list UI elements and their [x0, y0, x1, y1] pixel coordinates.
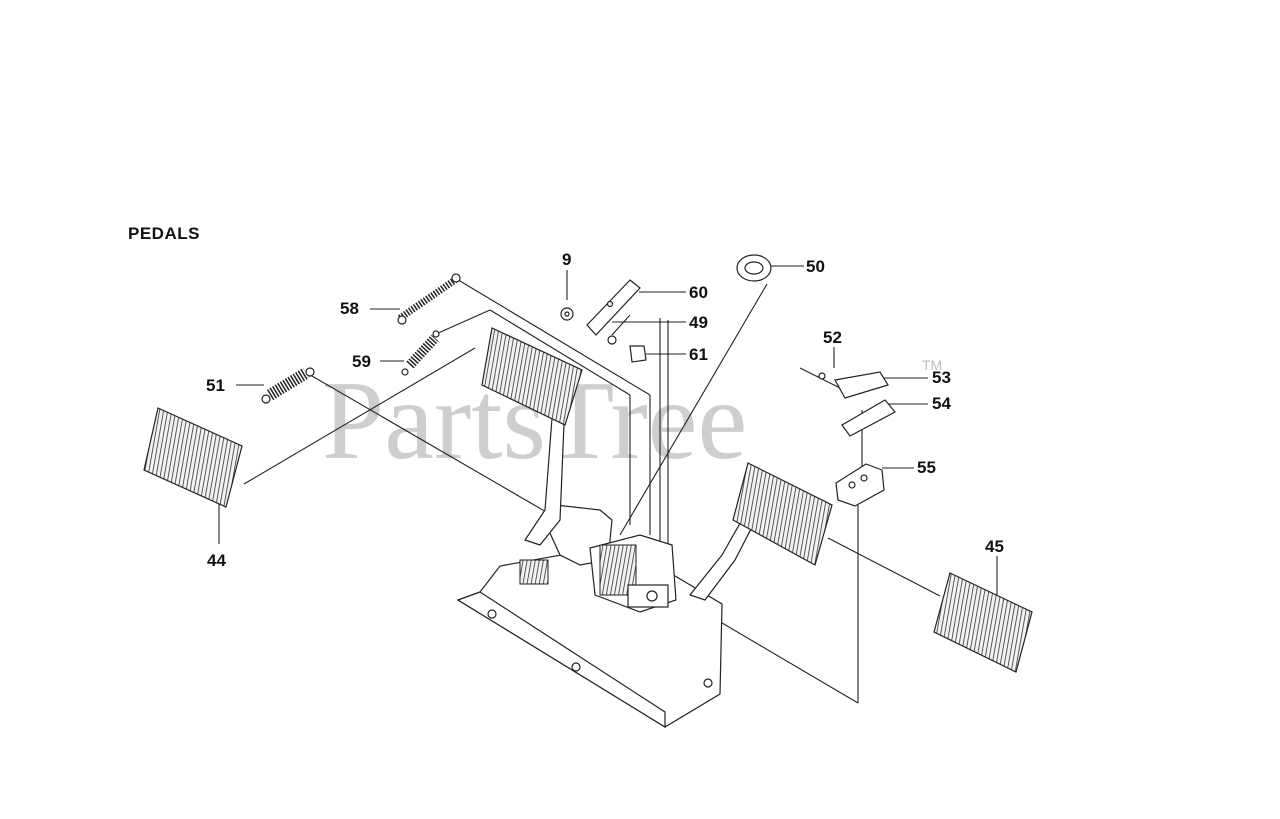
- callout-52: 52: [823, 328, 842, 347]
- callout-55: 55: [917, 458, 936, 477]
- callout-49: 49: [689, 313, 708, 332]
- pedal-45: [933, 572, 1033, 673]
- block-55: [835, 463, 885, 507]
- diagram-title: PEDALS: [128, 224, 200, 243]
- leader-lines: [218, 265, 998, 704]
- pedal-44: [143, 407, 243, 508]
- callout-9: 9: [562, 250, 572, 269]
- bracket-54: [841, 399, 896, 437]
- callout-44: 44: [207, 551, 226, 570]
- callout-45: 45: [985, 537, 1004, 556]
- callout-61: 61: [689, 345, 708, 364]
- pin-61: [629, 345, 647, 363]
- callout-51: 51: [206, 376, 225, 395]
- watermark: PartsTree TM: [322, 357, 942, 483]
- pedal-mechanism: [519, 504, 677, 613]
- spring-51: [261, 367, 315, 404]
- callout-59: 59: [352, 352, 371, 371]
- right-upper-pedal: [732, 462, 833, 566]
- seal-50: [736, 254, 772, 282]
- left-upper-pedal: [481, 327, 583, 426]
- callout-60: 60: [689, 283, 708, 302]
- pin-49: [607, 314, 631, 345]
- spring-59: [401, 330, 440, 376]
- callout-58: 58: [340, 299, 359, 318]
- pedal-base-plate: [456, 547, 723, 729]
- washer-9: [560, 307, 574, 321]
- spring-58: [397, 273, 461, 325]
- watermark-trademark: TM: [922, 357, 942, 373]
- callout-53: 53: [932, 368, 951, 387]
- callout-50: 50: [806, 257, 825, 276]
- bracket-60: [586, 279, 641, 336]
- switch-parts-52-53: [799, 367, 889, 399]
- callout-54: 54: [932, 394, 951, 413]
